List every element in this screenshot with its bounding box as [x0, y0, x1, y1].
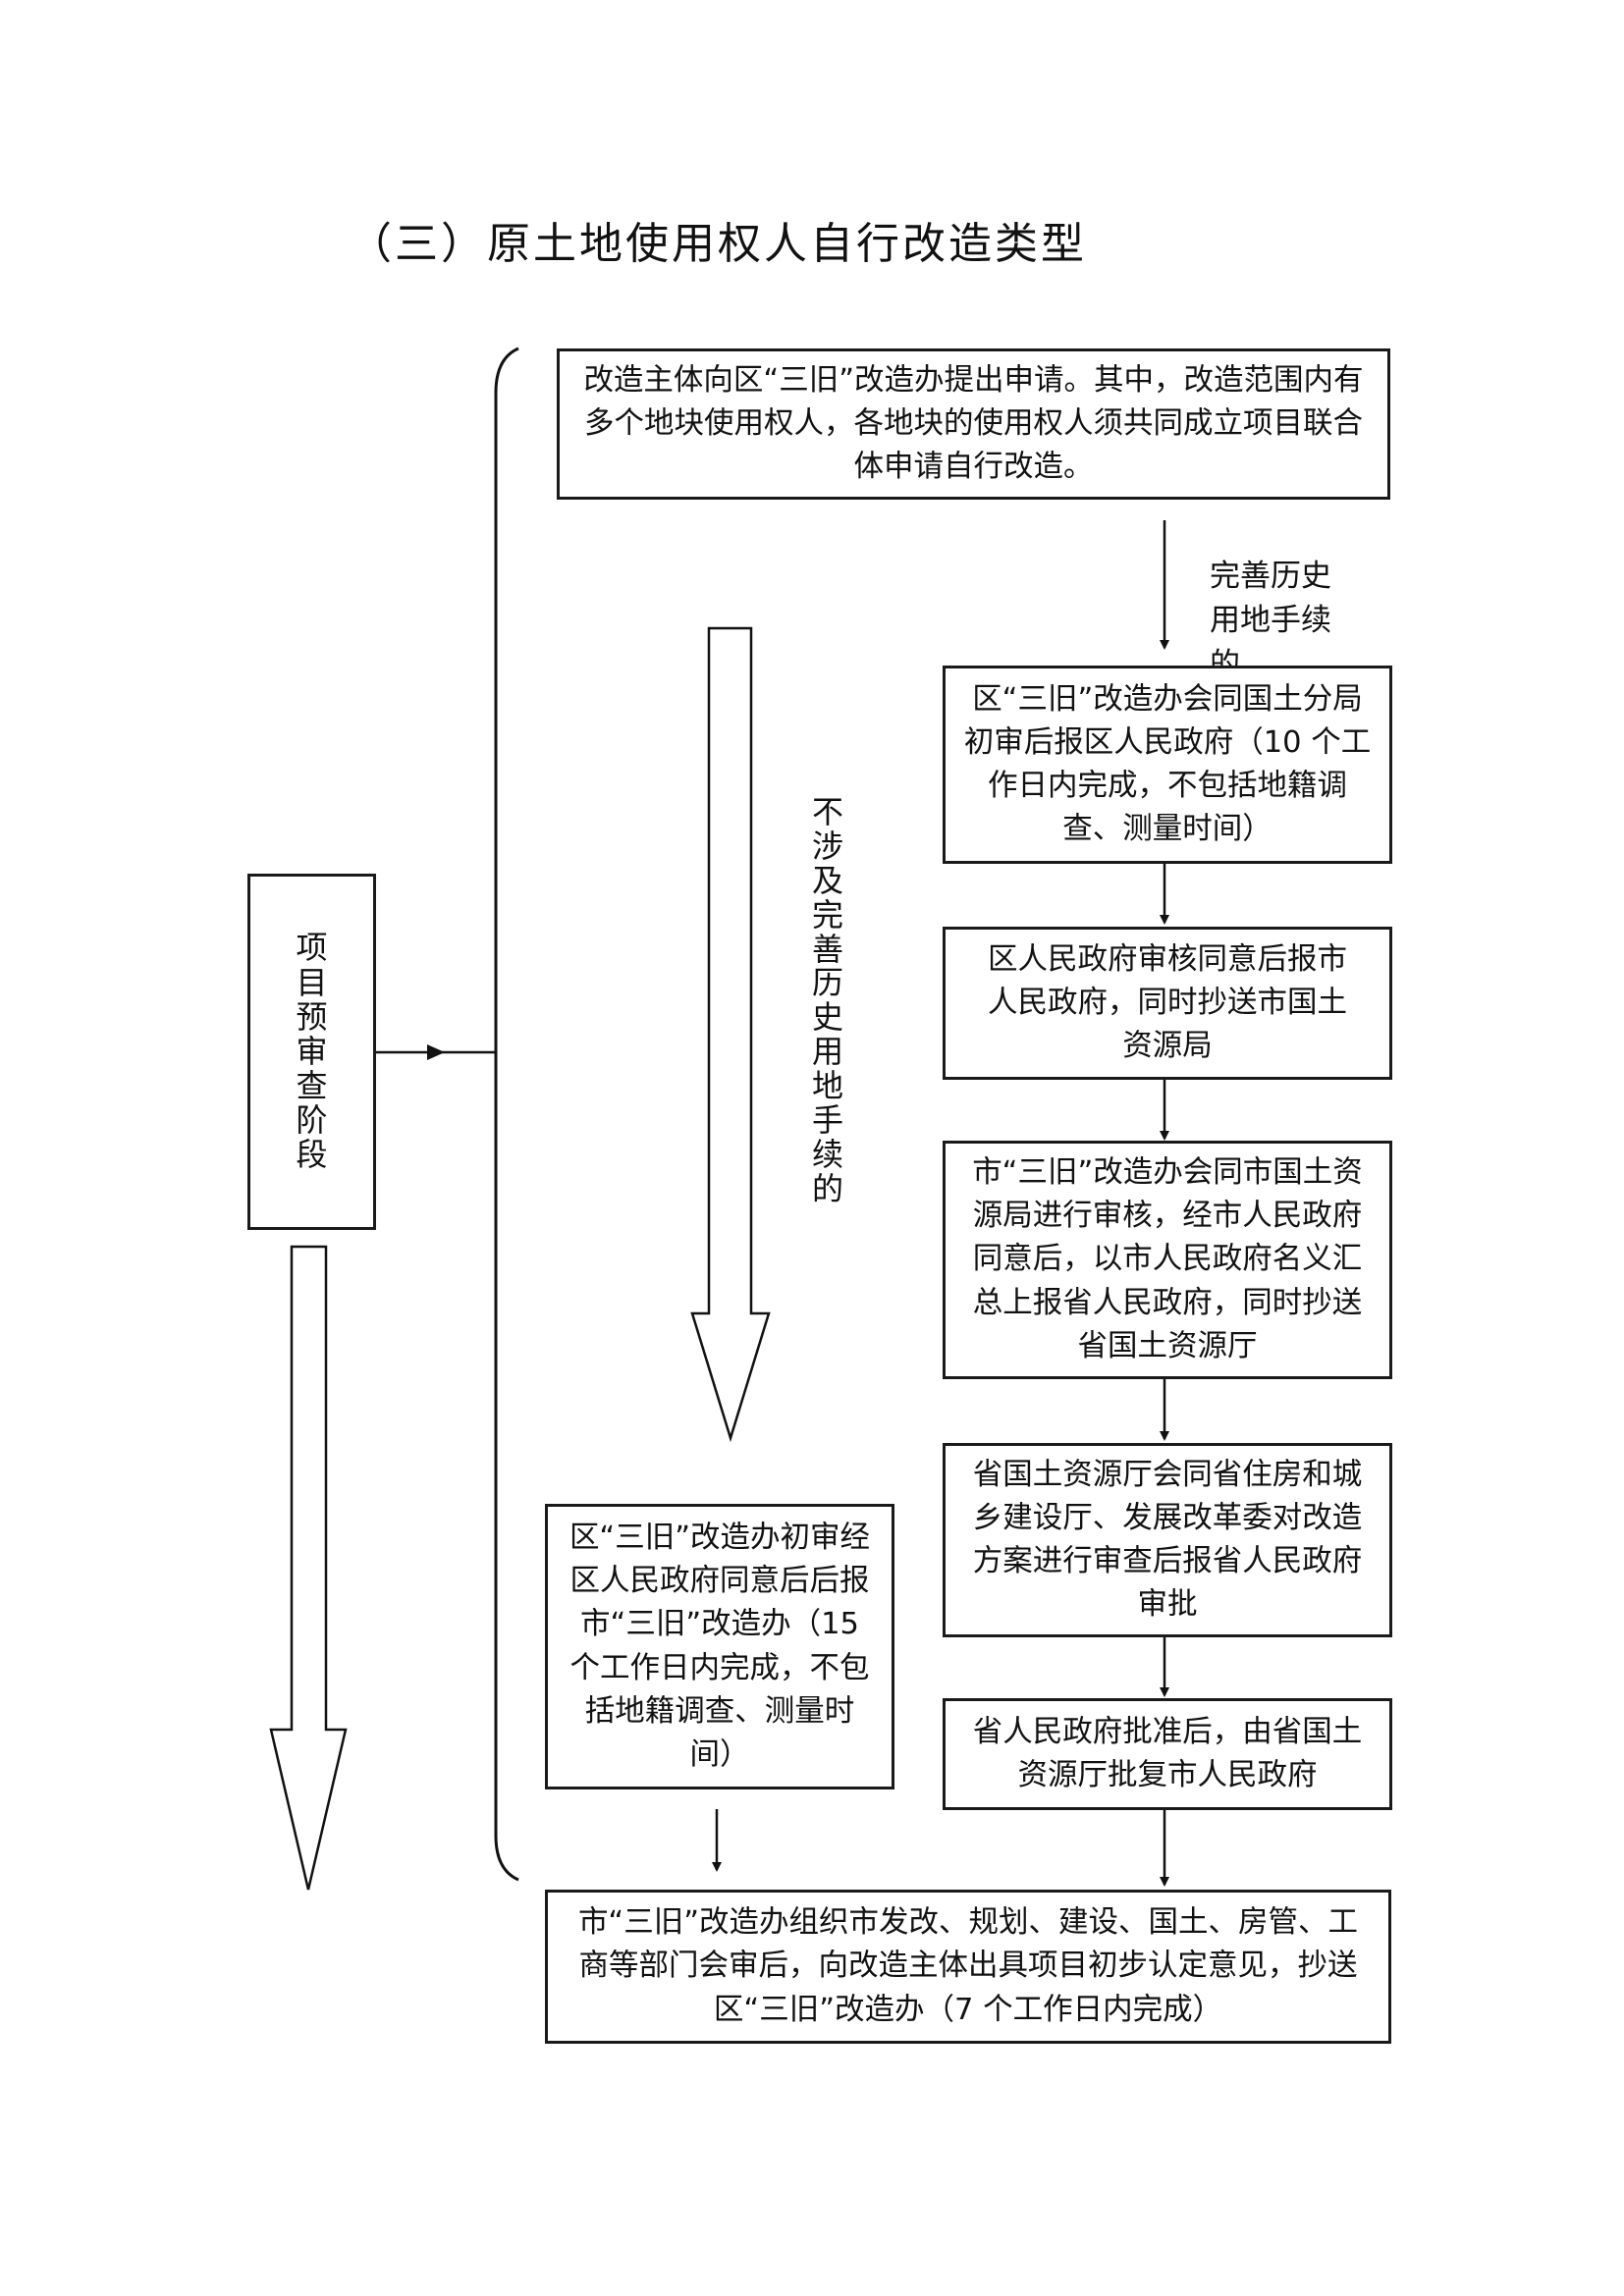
step-district-direct: 区“三旧”改造办初审经区人民政府同意后后报市“三旧”改造办（15 个工作日内完成…: [545, 1504, 894, 1789]
path-big-arrow: [690, 626, 771, 1443]
stage-big-arrow: [269, 1245, 348, 1891]
stage-brace: [494, 347, 519, 1882]
step-final: 市“三旧”改造办组织市发改、规划、建设、国土、房管、工商等部门会审后，向改造主体…: [545, 1890, 1391, 2044]
stage-connector-arrowhead: [427, 1044, 445, 1060]
step-province-approve: 省人民政府批准后，由省国土资源厅批复市人民政府: [943, 1698, 1392, 1810]
step-apply: 改造主体向区“三旧”改造办提出申请。其中，改造范围内有多个地块使用权人，各地块的…: [557, 348, 1390, 500]
stage-box: 项目预审查阶段: [247, 874, 376, 1230]
branch-label: 完善历史用地手续的: [1210, 559, 1331, 682]
step-city-review: 市“三旧”改造办会同市国土资源局进行审核，经市人民政府同意后，以市人民政府名义汇…: [943, 1141, 1392, 1379]
path-label: 不涉及完善历史用地手续的: [811, 793, 843, 1207]
step-district-review: 区“三旧”改造办会同国土分局初审后报区人民政府（10 个工作日内完成，不包括地籍…: [943, 666, 1392, 864]
step-province-review: 省国土资源厅会同省住房和城乡建设厅、发展改革委对改造方案进行审查后报省人民政府审…: [943, 1443, 1392, 1637]
stage-label: 项目预审查阶段: [296, 929, 328, 1174]
page-title: （三）原土地使用权人自行改造类型: [349, 219, 1087, 269]
step-district-gov: 区人民政府审核同意后报市人民政府，同时抄送市国土资源局: [943, 927, 1392, 1080]
